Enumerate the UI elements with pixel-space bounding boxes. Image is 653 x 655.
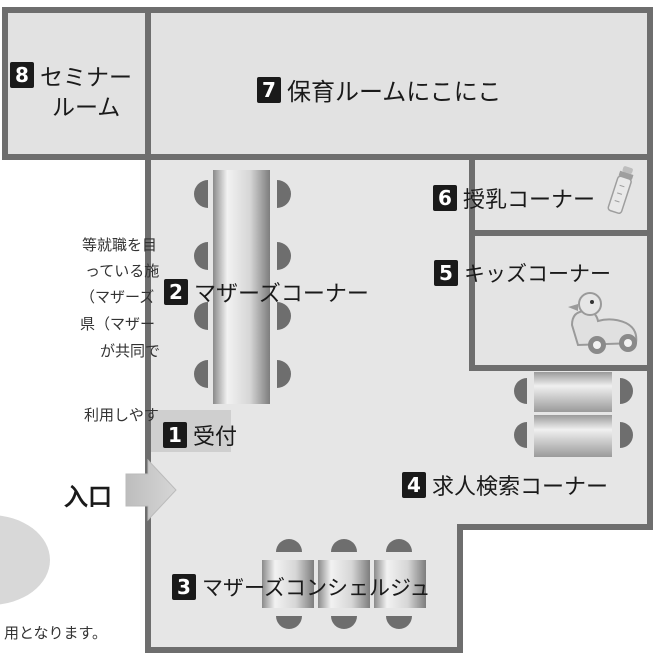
label-kids-corner: 5 キッズコーナー bbox=[434, 258, 611, 288]
side-text-line: 利用しやす bbox=[84, 406, 159, 424]
number-badge: 3 bbox=[172, 574, 196, 600]
label-nursing-corner: 6 授乳コーナー bbox=[433, 182, 595, 214]
job-search-corner-label: 求人検索コーナー bbox=[432, 475, 609, 500]
room-childcare bbox=[145, 7, 653, 160]
side-text-line: 県（マザー bbox=[80, 315, 156, 333]
number-badge: 2 bbox=[164, 279, 188, 305]
mothers-corner-label: マザーズコーナー bbox=[194, 282, 369, 307]
side-text-line: （マザーズ bbox=[80, 288, 155, 306]
nursing-corner-label: 授乳コーナー bbox=[463, 188, 596, 213]
kids-corner-label: キッズコーナー bbox=[464, 262, 611, 286]
label-childcare-room: 7 保育ルームにこにこ bbox=[257, 72, 501, 107]
number-badge: 4 bbox=[402, 472, 426, 498]
job-search-tables bbox=[514, 372, 633, 457]
label-job-search-corner: 4 求人検索コーナー bbox=[402, 469, 608, 501]
side-text-bottom: 用となります。 bbox=[4, 624, 108, 642]
side-text-line: が共同で bbox=[100, 342, 161, 360]
reception-label: 受付 bbox=[193, 425, 238, 450]
childcare-room-label: 保育ルームにこにこ bbox=[287, 78, 502, 106]
number-badge: 1 bbox=[163, 422, 187, 448]
number-badge: 8 bbox=[10, 62, 34, 88]
number-badge: 5 bbox=[434, 260, 458, 286]
toy-duck-icon bbox=[568, 292, 638, 354]
baby-bottle-icon bbox=[607, 166, 634, 214]
label-mothers-corner: 2 マザーズコーナー bbox=[164, 276, 369, 308]
entrance-label: 入口 bbox=[64, 483, 112, 511]
mothers-corner-tables bbox=[194, 170, 291, 404]
mothers-concierge-label: マザーズコンシェルジュ bbox=[202, 576, 431, 600]
side-text-line: 等就職を目 bbox=[82, 236, 158, 254]
number-badge: 6 bbox=[433, 185, 457, 211]
number-badge: 7 bbox=[257, 76, 281, 103]
info-oval bbox=[0, 515, 50, 605]
label-seminar-room: 8 セミナー bbox=[10, 58, 132, 92]
entrance-arrow-icon bbox=[125, 458, 177, 522]
side-text-line: っている施 bbox=[85, 262, 160, 280]
seminar-room-label-line1: セミナー bbox=[40, 65, 132, 91]
concierge-desks bbox=[262, 539, 426, 629]
label-reception: 1 受付 bbox=[163, 419, 237, 451]
seminar-room-label-line2: ルーム bbox=[52, 95, 121, 121]
label-mothers-concierge: 3 マザーズコンシェルジュ bbox=[172, 572, 430, 602]
